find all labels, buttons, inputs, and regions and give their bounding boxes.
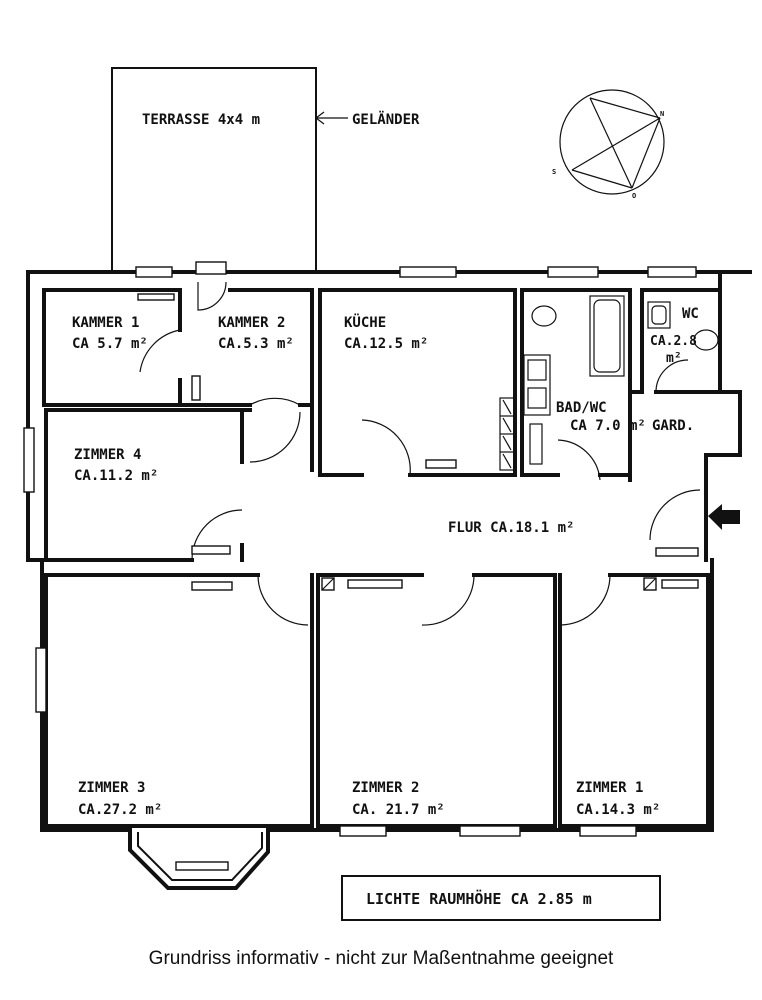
bad-name: BAD/WC (556, 400, 607, 416)
zimmer2-area: CA. 21.7 m² (352, 802, 445, 818)
terrace-label: TERRASSE 4x4 m (142, 112, 260, 128)
windows (23, 261, 699, 837)
zimmer2-name: ZIMMER 2 (352, 780, 419, 796)
fixtures (191, 295, 719, 591)
wc-area-2: m² (666, 351, 682, 366)
height-note-box (341, 875, 661, 921)
kammer1-area: CA 5.7 m² (72, 336, 148, 352)
plan-caption: Grundriss informativ - nicht zur Maßentn… (148, 948, 614, 969)
railing-label: GELÄNDER (352, 111, 420, 128)
zimmer3-name: ZIMMER 3 (78, 780, 145, 796)
wc-area-1: CA.2.8 (650, 334, 697, 349)
entrance-arrow-icon (708, 504, 740, 530)
bay-window (128, 828, 270, 890)
kueche-area: CA.12.5 m² (344, 336, 428, 352)
compass-s: S (552, 168, 556, 176)
zimmer4-area: CA.11.2 m² (74, 468, 158, 484)
flur-label: FLUR CA.18.1 m² (448, 520, 574, 536)
wc-name: WC (682, 306, 699, 322)
zimmer1-name: ZIMMER 1 (576, 780, 643, 796)
kammer2-area: CA.5.3 m² (218, 336, 294, 352)
compass-o: O (632, 192, 636, 200)
compass-n: N (660, 110, 664, 118)
kammer2-name: KAMMER 2 (218, 315, 285, 331)
compass-icon (559, 89, 665, 195)
zimmer3-area: CA.27.2 m² (78, 802, 162, 818)
kueche-name: KÜCHE (344, 313, 386, 331)
zimmer1-area: CA.14.3 m² (576, 802, 660, 818)
kammer1-name: KAMMER 1 (72, 315, 139, 331)
zimmer4-name: ZIMMER 4 (74, 447, 141, 463)
height-note: LICHTE RAUMHÖHE CA 2.85 m (366, 889, 592, 908)
terrace (111, 67, 348, 270)
gard-label: GARD. (652, 418, 694, 434)
bad-area: CA 7.0 m² (570, 418, 646, 434)
doors (139, 281, 701, 626)
interior-walls (42, 288, 722, 828)
